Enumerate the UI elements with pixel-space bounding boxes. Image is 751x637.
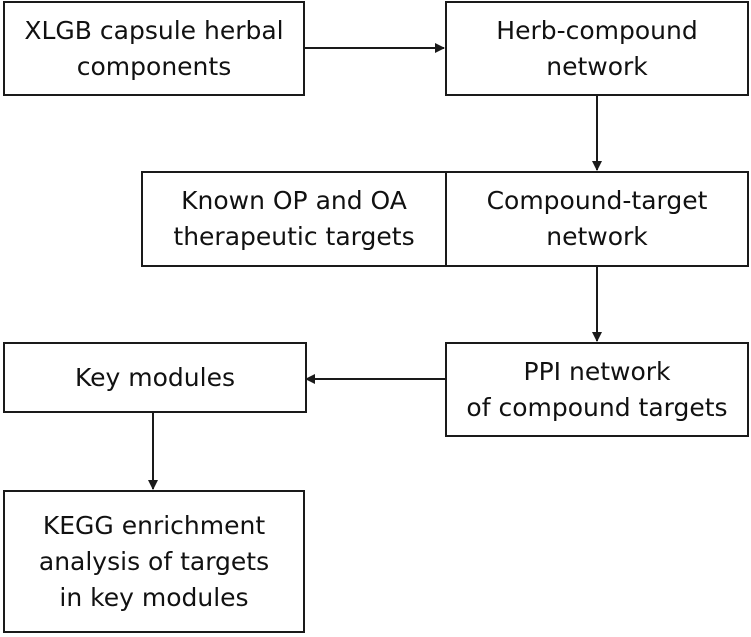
kegg-line-1: KEGG enrichment: [42, 510, 266, 540]
ppi-line-2: of compound targets: [466, 392, 728, 422]
xlgb-line-1: XLGB capsule herbal: [24, 15, 284, 45]
herb-compound-network-box: Herb-compound network: [445, 1, 749, 96]
kegg-line-2: analysis of targets: [38, 546, 270, 576]
kegg-enrichment-box: KEGG enrichment analysis of targets in k…: [3, 490, 305, 633]
compound-target-line-1: Compound-target: [486, 186, 708, 215]
known-targets-line-1: Known OP and OA: [181, 186, 407, 215]
ppi-network-box: PPI network of compound targets: [445, 342, 749, 437]
known-targets-box: Known OP and OA therapeutic targets: [141, 171, 447, 267]
compound-target-line-2: network: [546, 222, 648, 251]
xlgb-line-2: components: [76, 51, 232, 81]
herb-compound-line-2: network: [546, 51, 648, 81]
ppi-line-1: PPI network: [523, 356, 671, 386]
xlgb-capsule-box: XLGB capsule herbal components: [3, 1, 305, 96]
key-modules-box: Key modules: [3, 342, 307, 413]
known-targets-line-2: therapeutic targets: [173, 222, 415, 251]
kegg-line-3: in key modules: [59, 582, 249, 612]
key-modules-line-1: Key modules: [75, 362, 235, 392]
compound-target-network-box: Compound-target network: [445, 171, 749, 267]
herb-compound-line-1: Herb-compound: [496, 15, 698, 45]
